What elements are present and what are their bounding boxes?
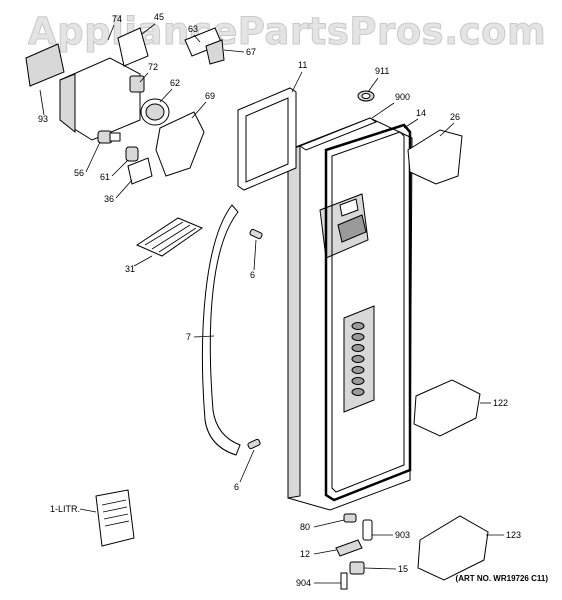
callout-label-dispenser-control-board[interactable]: 74 bbox=[112, 14, 122, 24]
leader-line-dispenser-control-board bbox=[107, 24, 115, 41]
leader-line-door-handle bbox=[193, 335, 215, 338]
leader-line-literature-booklet bbox=[79, 508, 97, 513]
door-shelf-small[interactable] bbox=[413, 379, 481, 437]
dispenser-button-pad bbox=[351, 333, 365, 341]
leader-line-connector-block bbox=[363, 567, 397, 570]
dispenser-lamp-bracket[interactable] bbox=[117, 27, 149, 67]
callout-label-ice-chute-flapper[interactable]: 69 bbox=[205, 91, 215, 101]
leader-line-door-gasket bbox=[403, 118, 419, 129]
leader-line-dispenser-solenoid-bracket bbox=[223, 49, 245, 53]
leader-line-lamp-socket bbox=[85, 141, 101, 173]
handle-screw-bottom[interactable] bbox=[247, 438, 261, 450]
dispenser-lamp[interactable] bbox=[125, 146, 139, 162]
dispenser-switch[interactable] bbox=[129, 75, 145, 93]
leader-line-door-hinge-bushing bbox=[367, 77, 379, 93]
door-hinge-bushing[interactable] bbox=[357, 90, 375, 102]
leader-line-dispenser-lamp-bracket bbox=[141, 23, 156, 35]
door-gasket[interactable] bbox=[324, 123, 412, 502]
dispenser-button-pad bbox=[351, 388, 365, 396]
door-shelf-large[interactable] bbox=[417, 515, 489, 581]
leader-line-dispenser-ring bbox=[159, 88, 173, 103]
dispenser-button-pad bbox=[351, 344, 365, 352]
callout-label-drip-tray-grille[interactable]: 31 bbox=[125, 264, 135, 274]
callout-label-door-shelf-small[interactable]: 122 bbox=[493, 398, 508, 408]
callout-label-dispenser-lamp-bracket[interactable]: 45 bbox=[154, 12, 164, 22]
callout-label-dispenser-solenoid-bracket[interactable]: 67 bbox=[246, 47, 256, 57]
callout-label-dispenser-housing[interactable]: 93 bbox=[38, 114, 48, 124]
dispenser-micro-switch[interactable] bbox=[127, 157, 153, 185]
lamp-socket[interactable] bbox=[97, 130, 121, 144]
watermark: AppliancePartsPros.com bbox=[27, 10, 547, 54]
ice-bucket-cover[interactable] bbox=[407, 129, 463, 185]
mounting-screw[interactable] bbox=[340, 572, 348, 590]
door-liner-frame[interactable] bbox=[237, 87, 297, 191]
leader-line-drip-tray-grille bbox=[133, 255, 153, 267]
callout-label-dispenser-ring[interactable]: 62 bbox=[170, 78, 180, 88]
dispenser-button-pad bbox=[351, 377, 365, 385]
leader-line-dispenser-micro-switch bbox=[115, 179, 133, 199]
leader-line-dispenser-solenoid bbox=[193, 34, 201, 43]
connector-block[interactable] bbox=[349, 561, 365, 575]
door-handle[interactable] bbox=[202, 204, 241, 456]
callout-label-lamp-socket[interactable]: 56 bbox=[74, 168, 84, 178]
callout-label-handle-screw-bottom[interactable]: 6 bbox=[234, 482, 239, 492]
callout-label-dispenser-tube[interactable]: 903 bbox=[395, 530, 410, 540]
leader-line-ice-chute-flapper bbox=[191, 101, 207, 119]
door-outer-panel[interactable] bbox=[287, 117, 413, 511]
callout-label-dispenser-micro-switch[interactable]: 36 bbox=[104, 194, 114, 204]
leader-line-handle-screw-bottom bbox=[239, 449, 255, 483]
callout-label-ice-bucket-cover[interactable]: 26 bbox=[450, 112, 460, 122]
callout-label-dispenser-solenoid[interactable]: 63 bbox=[188, 24, 198, 34]
leader-line-ice-bucket-cover bbox=[439, 122, 455, 137]
cap-screw[interactable] bbox=[343, 513, 357, 523]
callout-label-cap-screw[interactable]: 80 bbox=[300, 522, 310, 532]
callout-label-connector-block[interactable]: 15 bbox=[398, 564, 408, 574]
callout-label-dispenser-lamp[interactable]: 61 bbox=[100, 172, 110, 182]
callout-label-door-handle[interactable]: 7 bbox=[186, 332, 191, 342]
dispenser-control-board[interactable] bbox=[25, 43, 65, 87]
callout-label-mounting-screw[interactable]: 904 bbox=[296, 578, 311, 588]
dispenser-solenoid[interactable] bbox=[184, 27, 225, 65]
leader-line-dispenser-switch bbox=[139, 72, 149, 83]
drip-tray-grille[interactable] bbox=[135, 217, 204, 257]
callout-label-door-outer-panel[interactable]: 900 bbox=[395, 92, 410, 102]
leader-line-door-outer-panel bbox=[371, 102, 395, 119]
callout-label-door-hinge-bushing[interactable]: 911 bbox=[375, 66, 389, 76]
art-number: (ART NO. WR19726 C11) bbox=[456, 574, 549, 583]
leader-line-dispenser-lamp bbox=[111, 159, 129, 177]
dispenser-ring[interactable] bbox=[140, 98, 170, 126]
leader-line-door-liner-frame bbox=[291, 71, 303, 93]
callout-label-water-valve-bracket[interactable]: 12 bbox=[300, 549, 310, 559]
callout-label-door-liner-frame[interactable]: 11 bbox=[298, 60, 307, 70]
leader-line-cap-screw bbox=[313, 519, 345, 528]
water-valve-bracket[interactable] bbox=[335, 539, 363, 557]
leader-line-water-valve-bracket bbox=[313, 549, 337, 555]
literature-booklet[interactable] bbox=[95, 489, 135, 547]
callout-label-handle-screw-top[interactable]: 6 bbox=[250, 270, 255, 280]
leader-line-handle-screw-top bbox=[253, 239, 257, 271]
leader-line-dispenser-housing bbox=[39, 89, 45, 116]
callout-label-literature-booklet[interactable]: 1-LITR. bbox=[50, 504, 80, 514]
handle-screw-top[interactable] bbox=[249, 228, 263, 240]
dispenser-tube[interactable] bbox=[362, 519, 373, 541]
dispenser-button-pad bbox=[351, 355, 365, 363]
callout-label-dispenser-switch[interactable]: 72 bbox=[148, 62, 158, 72]
ice-chute-flapper[interactable] bbox=[155, 111, 205, 177]
dispenser-button-pad bbox=[351, 366, 365, 374]
dispenser-button-pad bbox=[351, 322, 365, 330]
callout-label-door-shelf-large[interactable]: 123 bbox=[506, 530, 521, 540]
dispenser-housing[interactable] bbox=[59, 57, 141, 141]
callout-label-door-gasket[interactable]: 14 bbox=[416, 108, 426, 118]
